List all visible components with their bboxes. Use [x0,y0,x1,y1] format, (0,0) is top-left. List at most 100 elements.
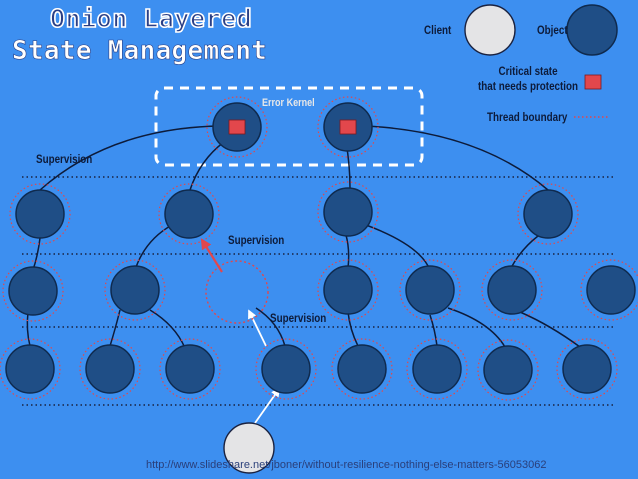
connection-line [189,141,225,191]
connection-line [149,309,186,349]
title-line-2: State Management [12,36,268,67]
critical-state-marker [339,119,357,135]
legend-critical-line-2: that needs protection [478,79,579,93]
object-node[interactable] [331,338,393,400]
node-body [85,344,135,394]
connection-line [255,307,286,347]
object-node[interactable] [477,339,539,401]
node-body [165,344,215,394]
connection-line [134,224,173,271]
supervision-arrow-white [248,309,267,347]
object-node[interactable] [556,338,618,400]
object-node[interactable] [481,259,543,321]
node-ring [0,338,61,400]
node-ring [406,338,468,400]
node-ring [159,338,221,400]
thread-boundaries [22,176,616,406]
node-ring [331,338,393,400]
node-body [523,189,573,239]
object-node[interactable] [317,181,379,243]
node-ring [9,183,71,245]
node-body [483,345,533,395]
object-node[interactable] [158,183,220,245]
legend-critical-line-1: Critical state [498,64,558,78]
node-body [15,189,65,239]
node-ring [205,260,269,324]
legend-object-label: Object [537,23,568,37]
node-ring [517,183,579,245]
node-body [337,344,387,394]
node-ring [2,260,64,322]
node-body [405,265,455,315]
client-body [223,422,275,474]
supervision-label-mid: Supervision [228,233,285,247]
node-body [323,265,373,315]
node-body [586,265,636,315]
object-node[interactable] [317,96,379,158]
object-node[interactable] [317,259,379,321]
node-ring [317,181,379,243]
object-node[interactable] [9,183,71,245]
supervision-label-top: Supervision [36,152,93,166]
node-ring [255,338,317,400]
node-ring [317,96,379,158]
connection-line [509,235,539,271]
legend-client-label: Client [424,23,452,37]
connection-line [365,224,431,271]
object-node[interactable] [0,338,61,400]
legend-critical-swatch [584,74,602,90]
node-ring [481,259,543,321]
error-kernel-label: Error Kernel [262,97,315,109]
node-ring [206,96,268,158]
node-body [8,266,58,316]
client-arrow-white [254,387,281,424]
connection-line [347,311,359,347]
connection-line [345,234,350,269]
node-body [164,189,214,239]
object-node[interactable] [255,338,317,400]
node-body [110,265,160,315]
legend-shapes [464,4,618,118]
node-ring [104,259,166,321]
connection-line [447,307,506,348]
node-ring [580,259,638,321]
source-url[interactable]: http://www.slideshare.net/jboner/without… [146,459,547,471]
node-ring [556,338,618,400]
legend-thread-label: Thread boundary [487,110,568,124]
connection-line [109,309,121,347]
object-node[interactable] [517,183,579,245]
connection-line [429,314,438,347]
object-node[interactable] [159,338,221,400]
node-ring [158,183,220,245]
legend-object-swatch [566,4,618,56]
connection-line [39,125,221,191]
client-node[interactable] [223,422,275,474]
node-ring [477,339,539,401]
object-node[interactable] [399,259,461,321]
object-node[interactable] [2,260,64,322]
critical-state-marker [228,119,246,135]
nodes [0,96,638,474]
error-kernel-box [154,86,424,167]
node-body [261,344,311,394]
object-node[interactable] [580,259,638,321]
node-body [562,344,612,394]
legend-client-swatch [464,4,516,56]
connection-line [365,125,549,191]
object-node[interactable] [79,338,141,400]
node-body [323,187,373,237]
object-node[interactable] [104,259,166,321]
connection-line [519,311,581,348]
node-body [5,344,55,394]
connection-line [26,311,31,347]
failed-node-placeholder [205,260,269,324]
title-line-1: Onion Layered [49,3,253,34]
node-ring [317,259,379,321]
node-ring [399,259,461,321]
object-node[interactable] [406,338,468,400]
node-body [412,344,462,394]
supervision-label-low: Supervision [270,311,327,325]
object-node[interactable] [206,96,268,158]
